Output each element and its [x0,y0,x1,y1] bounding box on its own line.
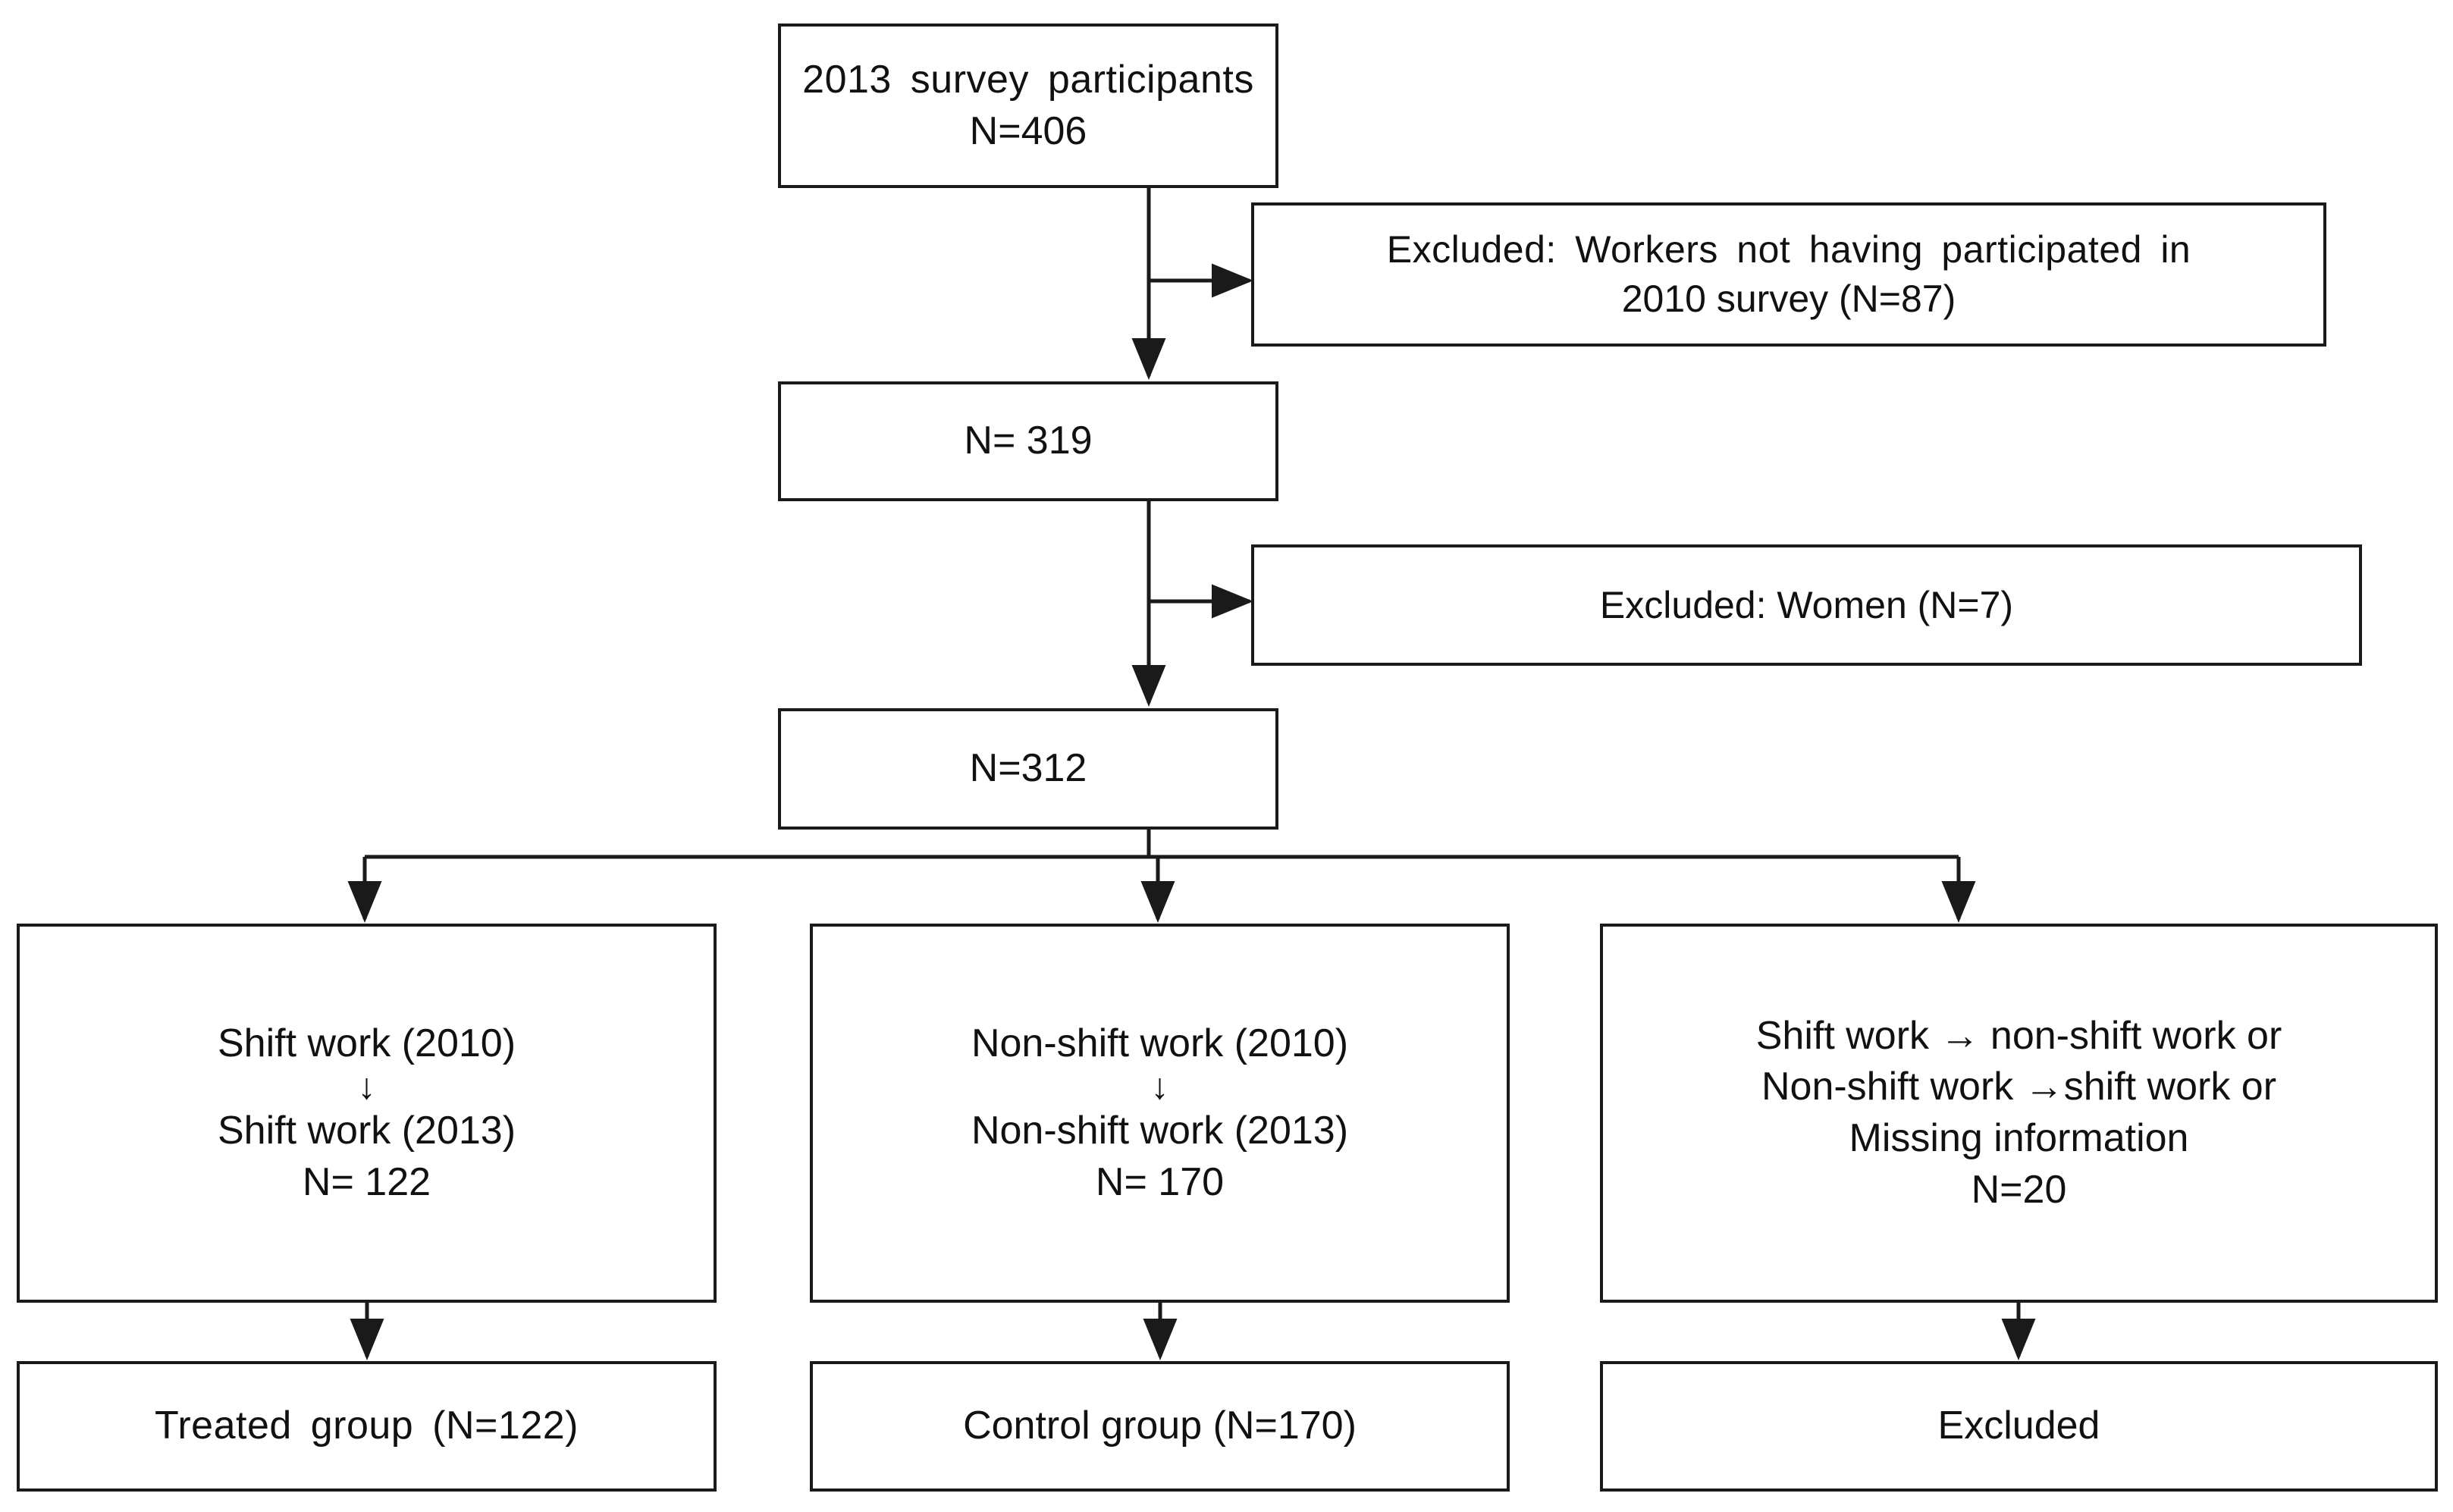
node-n319: N= 319 [778,381,1278,501]
node-line: 2010 survey (N=87) [1621,278,1956,320]
node-line: N=406 [969,108,1087,153]
node-line: Excluded: Women (N=7) [1599,583,2014,626]
node-excluded-not-in-2010-survey: Excluded: Workers not having participate… [1251,202,2326,347]
node-line: Control group (N=170) [963,1404,1357,1448]
node-line: Excluded [1937,1404,2100,1448]
node-line: N= 170 [1095,1159,1225,1204]
node-survey-participants: 2013 survey participants N=406 [778,24,1278,188]
node-excluded-final: Excluded [1600,1361,2438,1492]
node-changed-status-or-missing: Shift work → non-shift work or Non-shift… [1600,924,2438,1303]
node-treated-group: Treated group (N=122) [17,1361,717,1492]
node-line: N=312 [969,746,1087,791]
node-line: Non-shift work (2013) [971,1109,1349,1153]
down-arrow-icon: ↓ [357,1067,376,1108]
node-excluded-women: Excluded: Women (N=7) [1251,544,2362,666]
node-line: 2013 survey participants [802,57,1254,102]
node-n312: N=312 [778,708,1278,830]
down-arrow-icon: ↓ [1150,1067,1169,1108]
node-line: Shift work → non-shift work or [1755,1013,2282,1058]
node-line: Treated group (N=122) [155,1404,579,1448]
node-line: Excluded: Workers not having participate… [1386,228,2191,271]
node-nonshift-work-both-years: Non-shift work (2010) ↓ Non-shift work (… [810,924,1510,1303]
node-line: Non-shift work (2010) [971,1021,1349,1065]
node-line: N= 122 [302,1159,431,1204]
node-line: N= 319 [964,419,1093,463]
node-line: N=20 [1971,1167,2067,1212]
node-control-group: Control group (N=170) [810,1361,1510,1492]
node-line: Missing information [1849,1116,2189,1160]
node-line: Shift work (2010) [217,1021,516,1065]
node-shift-work-both-years: Shift work (2010) ↓ Shift work (2013) N=… [17,924,717,1303]
node-line: Non-shift work →shift work or [1761,1065,2277,1109]
node-line: Shift work (2013) [217,1109,516,1153]
